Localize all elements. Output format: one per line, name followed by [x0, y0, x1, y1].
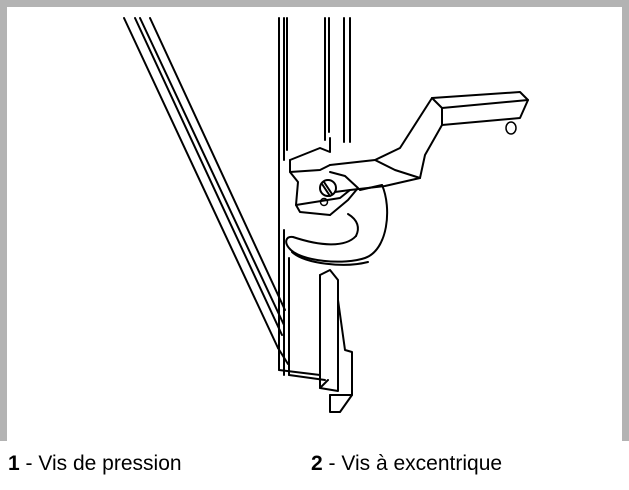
caption-1: 1 - Vis de pression [8, 451, 182, 477]
caption-1-number: 1 [8, 452, 20, 475]
screw-1 [319, 179, 337, 207]
caption-2: 2 - Vis à excentrique [311, 451, 502, 477]
illustration-frame [0, 0, 629, 441]
caption-2-text: - Vis à excentrique [328, 452, 503, 475]
vertical-rail [278, 17, 353, 413]
caption-2-number: 2 [311, 452, 323, 475]
hinge-arm [289, 91, 529, 216]
hinge-illustration [123, 17, 529, 413]
door-pane [123, 17, 289, 365]
u-clamp [285, 184, 389, 266]
caption-1-text: - Vis de pression [25, 452, 182, 475]
